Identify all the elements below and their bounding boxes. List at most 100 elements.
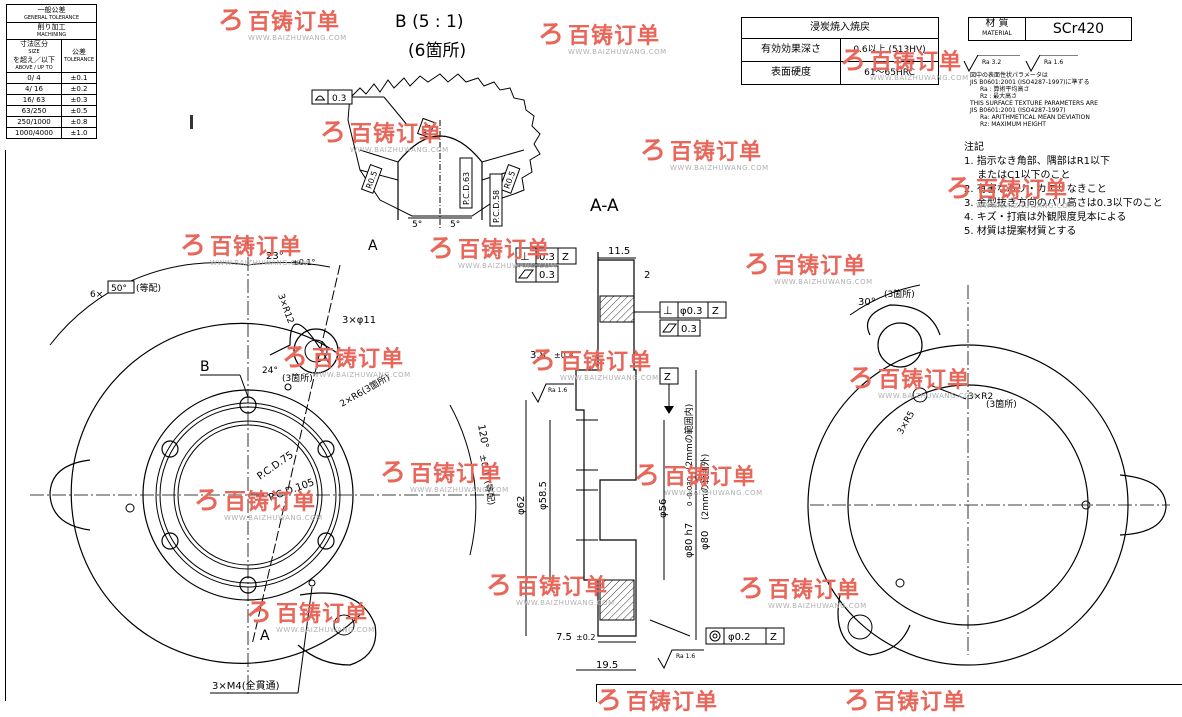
r3-label: R3 (421, 123, 433, 136)
section-a-bottom: A (260, 628, 270, 644)
row-size: 1000/4000 (6, 127, 62, 139)
top-ear-boss (293, 328, 339, 374)
datum-triangle (664, 406, 674, 414)
concentricity-icon-inner (712, 633, 718, 639)
edge-line (481, 149, 525, 163)
range-header: を超え／以下 (13, 56, 55, 64)
dim-7-5: 7.5 (556, 632, 572, 643)
angle-23: 23° (266, 251, 284, 262)
hatch-lower (599, 579, 635, 621)
note-item: またはC1以下のこと (964, 170, 1071, 181)
table-row: 4/ 16±0.2 (6, 83, 98, 95)
pcd105-label: P.C.D.105 (267, 477, 316, 504)
dim-3-8: 3.8 (530, 350, 546, 361)
bore-outer (159, 406, 337, 584)
gear-teeth-outline (351, 73, 541, 195)
material-label-en: MATERIAL (982, 30, 1012, 37)
dim-11-5: 11.5 (608, 246, 630, 257)
top-ear-hole (912, 387, 928, 403)
row-size: 16/ 63 (6, 94, 62, 106)
perp-icon: ⊥ (520, 250, 530, 263)
dim-3-8-tol: ±0.3 (554, 351, 573, 360)
right-ear-hole (1081, 500, 1091, 510)
surface-line: THIS SURFACE TEXTURE PARAMETERS ARE (970, 100, 1098, 107)
surface-symbol-1 (963, 55, 1020, 73)
r6-label: 2×R6(3箇所) (338, 371, 392, 409)
section-outline (575, 252, 637, 637)
detail-body-outline (347, 95, 515, 217)
flat-value: 0.3 (539, 270, 555, 281)
top-ear (269, 323, 331, 366)
material-value: SCr420 (1025, 17, 1132, 41)
surface-line: Ra: ARITHMETICAL MEAN DEVIATION (980, 114, 1090, 121)
dim-80h7-note: (2mmの範囲内) (683, 404, 695, 470)
depth-value: 0.6以上 (513HV) (840, 38, 939, 62)
note-item: 4. キズ・打痕は外観限度見本による (964, 212, 1127, 223)
surface-symbol-2 (1025, 55, 1078, 73)
detail-b-title: B (5 : 1) (395, 12, 464, 32)
conc-box (705, 627, 725, 645)
dim-80h7: φ80 h7 (684, 523, 695, 558)
hatch-upper (599, 295, 635, 323)
concentricity-icon (709, 630, 721, 642)
dim-7-5-tol: ±0.2 (576, 633, 595, 642)
r5-label: 3×R5 (896, 410, 917, 437)
tol-header-en: TOLERANCE (64, 57, 95, 63)
r2-label: 3×R2 (968, 392, 993, 402)
section-a-top: A (368, 238, 378, 254)
material-label: 材 質 (985, 18, 1009, 29)
section-view: ⊥ 0.3 Z 0.3 11.5 2 ⊥ φ0.3 Z 0.3 3.8 ±0.3… (515, 246, 785, 671)
notes-block: 注記 1. 指示なき角部、隅部はR1以下 またはC1以下のこと 2. 有害なバリ… (964, 141, 1163, 239)
surface-ra2: Ra 1.6 (1044, 59, 1063, 66)
table-row: 63/250±0.5 (6, 105, 98, 117)
note-item: 1. 指示なき角部、隅部はR1以下 (964, 156, 1111, 167)
row-size: 250/1000 (6, 116, 62, 128)
conc-value: φ0.2 (728, 632, 751, 643)
row-tol: ±0.1 (60, 72, 98, 84)
section-ra: Ra 1.6 (548, 387, 567, 394)
surface-ra1: Ra 3.2 (982, 59, 1001, 66)
r05-box-left (360, 164, 383, 194)
table-row: 16/ 63±0.3 (6, 94, 98, 106)
small-hole (308, 579, 316, 587)
outer-flange (70, 322, 361, 664)
small-hole (284, 383, 292, 391)
note-item: 3. 金型抜き方向のバリ高さは0.3以下のこと (964, 198, 1163, 209)
dim-19-5: 19.5 (596, 660, 618, 671)
d11-label: 3×φ11 (342, 315, 376, 326)
r2-suffix: (3箇所) (986, 398, 1017, 410)
surface-line: JIS B0601:2001 (ISO4287-1997)に準ずる (970, 79, 1090, 86)
note-item: 2. 有害なバリ・カエリなきこと (964, 184, 1107, 195)
flat2-box (659, 319, 679, 337)
surface-line: 図中の表面性状パラメータは (970, 72, 1048, 79)
surface-line: Ra : 算術平均高さ (980, 86, 1030, 93)
surface-line: Rz : 最大高さ (980, 93, 1018, 100)
row-size: 4/ 16 (6, 83, 62, 95)
range-header-en: ABOVE / UP TO (15, 65, 53, 71)
row-tol: ±0.3 (60, 94, 98, 106)
surface-symbols: Ra 3.2 Ra 1.6 (963, 55, 1078, 73)
flat2-value-box (677, 319, 701, 337)
flatness-symbol-box (311, 89, 329, 105)
flatness-value: 0.3 (332, 94, 346, 104)
table-row: 1000/4000±1.0 (6, 127, 98, 139)
title-block-edge (596, 684, 1182, 702)
m4-leader (297, 586, 313, 694)
flatness-icon (518, 269, 534, 279)
teeth-dim-arc (49, 262, 249, 346)
flatness-icon (662, 323, 677, 333)
note-item: 5. 材質は提案材質とする (964, 226, 1077, 237)
surface-text: 図中の表面性状パラメータは JIS B0601:2001 (ISO4287-19… (970, 72, 1098, 128)
surface-symbol-bottom (657, 649, 704, 670)
dim-80h7-tol: 0 -0.030 (686, 477, 694, 506)
outer-circle (807, 344, 1129, 666)
label-b-leader (239, 374, 249, 398)
process-label-en: MACHINING (36, 32, 67, 38)
bottom-ear (837, 594, 911, 656)
pcd58-label: P.C.D.58 (492, 190, 501, 223)
dim-62: φ62 (516, 496, 527, 515)
tolerance-title: 一般公差 (37, 6, 66, 14)
teeth-suffix: (等配) (136, 282, 161, 294)
row-tol: ±0.5 (60, 105, 98, 117)
